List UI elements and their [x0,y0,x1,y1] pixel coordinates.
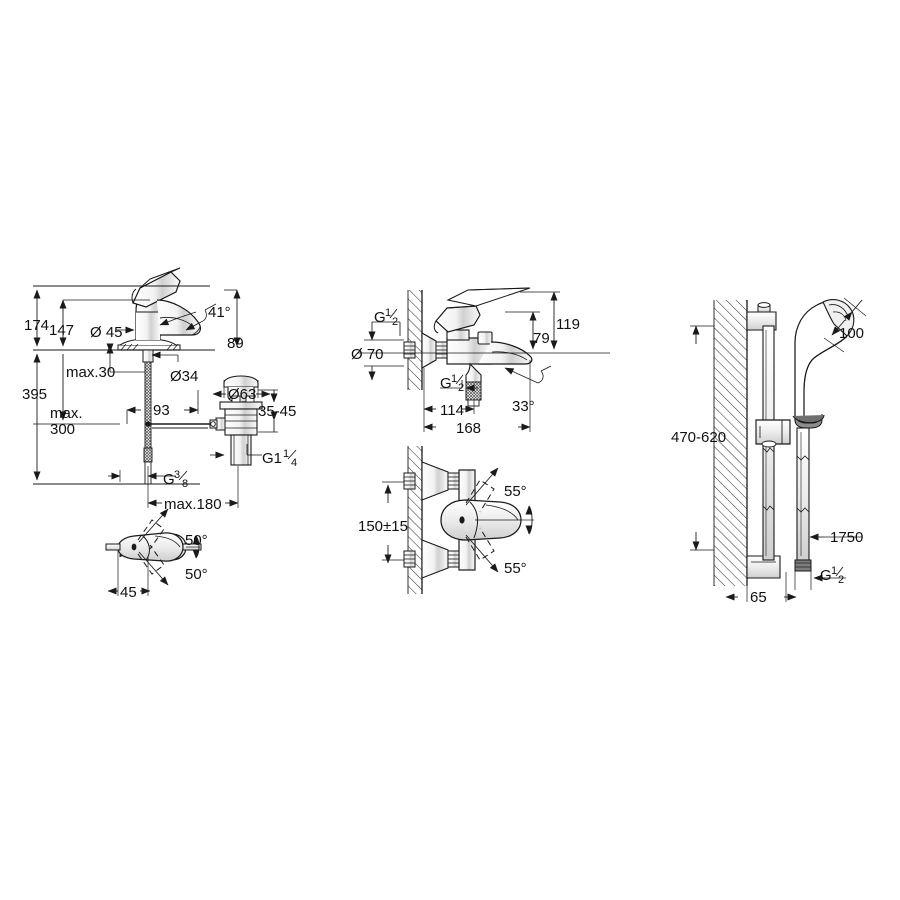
drawing-shower-set [690,297,867,602]
g12-hose-numerator: 1 [831,565,837,577]
label-depth-65: 65 [750,589,767,606]
label-g-3-8: G 3 8 [163,469,188,490]
label-h-89: 89 [227,335,244,352]
label-max-300-line1: max. [50,405,83,422]
label-max-180: max.180 [164,496,222,513]
label-r-3545: 35-45 [258,403,296,420]
label-d-100: 100 [839,325,864,342]
g1-1-4-numerator: 1 [283,448,289,460]
g-3-8-numerator: 3 [174,469,180,481]
label-h-147: 147 [49,322,74,339]
label-swivel-50-top: 50° [185,532,208,549]
drawing-basin-mixer [33,267,278,508]
label-d-70: Ø 70 [351,346,384,363]
svg-text:G: G [440,375,452,392]
svg-text:G: G [163,471,175,488]
g12-top-denominator: 2 [392,316,398,328]
label-h-119: 119 [556,316,580,333]
label-g1-1-4: G1 1 4 [262,448,297,469]
label-a-33: 33° [512,398,535,415]
drawing-basin-swivel [105,508,202,596]
label-g-1-2-bottom: G 1 2 [440,373,464,394]
label-max-300-line2: 300 [50,421,75,438]
label-h-174: 174 [24,317,49,334]
label-max-30: max.30 [66,364,115,381]
label-h-79: 79 [533,330,550,347]
bath-front-dimensions [382,467,534,573]
g12-bot-numerator: 1 [451,373,457,385]
g12-bot-denominator: 2 [458,382,464,394]
basin-mixer-body [117,267,202,485]
label-h-470-620: 470-620 [671,429,726,446]
svg-text:G: G [374,309,386,326]
svg-text:G1: G1 [262,450,282,467]
svg-text:G: G [820,567,832,584]
dimension-labels: 174 147 395 max. 300 max.30 Ø 45 Ø34 41°… [22,304,864,606]
label-55-top: 55° [504,483,527,500]
label-l-114: 114 [440,402,464,419]
g12-top-numerator: 1 [385,307,391,319]
label-55-bottom: 55° [504,560,527,577]
label-hose-1750: 1750 [830,529,863,546]
label-l-168: 168 [456,420,481,437]
drawing-bath-mixer-front [382,446,534,594]
popup-waste [148,375,263,466]
label-d-34: Ø34 [170,368,198,385]
label-dim-45: 45 [120,584,137,601]
g12-hose-denominator: 2 [838,574,844,586]
basin-mixer-dimensions [33,285,278,508]
hand-shower [792,299,855,429]
label-h-150: 150±15 [358,518,408,535]
shower-dimensions [690,297,867,602]
label-l-93: 93 [153,402,170,419]
label-swivel-50-bottom: 50° [185,566,208,583]
drawing-bath-mixer-side [358,287,610,432]
label-d-45: Ø 45 [90,324,123,341]
g-3-8-denominator: 8 [182,478,188,490]
label-h-395: 395 [22,386,47,403]
g1-1-4-denominator: 4 [291,457,297,469]
label-g-1-2-top: G 1 2 [374,307,398,328]
label-a-41: 41° [208,304,231,321]
bath-side-dimensions [358,291,610,432]
label-d-63: Ø63 [228,386,256,403]
label-g-1-2-hose: G 1 2 [820,565,844,586]
